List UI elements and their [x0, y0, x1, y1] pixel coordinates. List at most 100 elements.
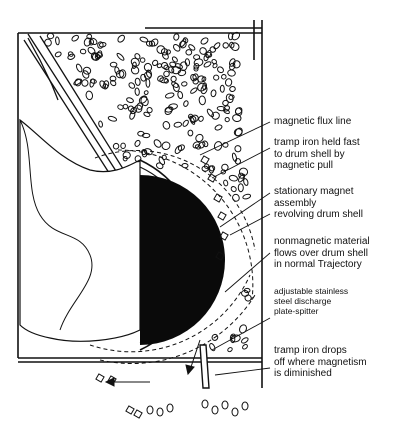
particle: [112, 142, 120, 150]
particle: [227, 32, 234, 41]
particle: [189, 115, 196, 125]
tramp-iron-piece: [219, 231, 229, 241]
particle: [128, 82, 136, 89]
particle: [148, 40, 156, 47]
particle: [190, 87, 198, 94]
particle: [202, 140, 209, 148]
particle: [82, 66, 92, 75]
particle: [222, 42, 229, 49]
particle: [190, 74, 197, 82]
particle: [143, 90, 149, 96]
particle: [55, 36, 60, 46]
label-stationary-magnet: stationary magnet assembly: [274, 186, 354, 209]
particle: [134, 155, 142, 163]
particle: [165, 49, 171, 55]
particle: [162, 120, 171, 130]
particle: [233, 128, 243, 137]
particle: [92, 52, 100, 61]
particle: [239, 324, 247, 334]
leader-lines: [199, 121, 271, 376]
label-magnetic-flux-line: magnetic flux line: [274, 116, 352, 127]
particle: [208, 165, 215, 174]
particle: [90, 52, 99, 61]
particle: [134, 53, 141, 60]
particle: [203, 53, 209, 62]
particle: [107, 115, 118, 122]
particle: [182, 119, 189, 127]
particle: [143, 62, 153, 72]
particle: [234, 145, 242, 153]
label-nonmagnetic-material: nonmagnetic material flows over drum she…: [274, 236, 370, 271]
particle: [221, 74, 227, 80]
particle: [71, 34, 79, 42]
particle: [201, 399, 209, 409]
particle: [190, 116, 197, 123]
particle: [79, 48, 87, 55]
particle: [161, 61, 169, 70]
particle: [193, 66, 199, 72]
particle: [173, 33, 180, 41]
housing-frame: [17, 20, 263, 388]
label-tramp-iron-held: tramp iron held fast to drum shell by ma…: [274, 137, 360, 172]
particle: [181, 81, 188, 87]
tramp-iron-piece: [207, 173, 217, 183]
particle: [193, 63, 200, 70]
label-line: plate-spitter: [274, 306, 319, 316]
particle: [195, 133, 204, 143]
label-splitter-plate: adjustable stainless steel discharge pla…: [274, 286, 348, 316]
particle: [164, 106, 173, 115]
particle: [122, 151, 131, 160]
particle: [146, 405, 154, 415]
particle: [117, 34, 125, 43]
particle: [224, 116, 230, 123]
particle: [86, 33, 93, 40]
particle: [115, 69, 125, 79]
particle: [155, 162, 164, 170]
particle: [46, 32, 55, 40]
tramp-iron-pieces: [95, 155, 229, 419]
particle: [126, 97, 134, 104]
particle: [96, 50, 103, 59]
particle: [230, 186, 237, 193]
particle: [242, 193, 252, 200]
particle: [183, 100, 189, 107]
particle: [232, 193, 240, 202]
tramp-iron-piece: [133, 409, 143, 419]
particle: [228, 174, 239, 182]
particle: [209, 165, 216, 172]
particle: [145, 69, 153, 78]
splitter-plate: [199, 344, 210, 389]
label-line: magnetic pull: [274, 160, 333, 171]
particle: [146, 107, 153, 114]
particle: [161, 154, 167, 161]
label-line: in normal Trajectory: [274, 259, 362, 270]
particle: [89, 37, 98, 46]
particle: [109, 75, 117, 82]
particle: [143, 111, 151, 118]
particle: [137, 130, 145, 137]
particle: [224, 78, 233, 87]
particle: [240, 337, 249, 344]
particle: [140, 73, 147, 82]
particle: [211, 405, 219, 415]
particle: [234, 158, 242, 165]
particle: [213, 141, 223, 151]
particle: [231, 407, 239, 417]
particle: [67, 53, 76, 60]
particle: [211, 333, 219, 341]
particle: [67, 51, 74, 57]
particle: [156, 45, 166, 54]
particle: [209, 343, 216, 352]
particle: [85, 90, 94, 101]
particle: [232, 114, 242, 123]
label-line: tramp iron held fast: [274, 137, 360, 148]
particle: [204, 51, 213, 58]
particle: [198, 115, 204, 122]
particle: [188, 44, 196, 51]
particle: [171, 66, 182, 75]
particle: [229, 334, 236, 344]
tramp-iron-piece: [107, 375, 117, 385]
particle: [200, 85, 208, 95]
particle: [153, 139, 162, 148]
particle: [228, 58, 236, 67]
